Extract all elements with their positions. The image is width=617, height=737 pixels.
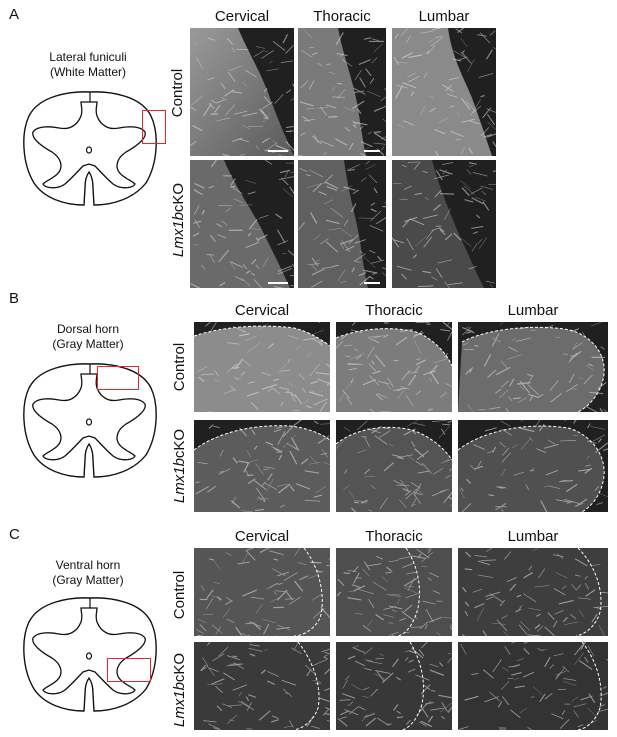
micrograph-b-cko-lumbar	[458, 420, 608, 512]
micrograph-a-cko-thoracic	[298, 160, 386, 288]
row-head-a-control-text: Control	[169, 68, 186, 118]
row-head-c-control: Control	[171, 555, 191, 635]
col-head-c-lumbar: Lumbar	[507, 528, 559, 545]
row-head-a-cko: Lmx1bcKO	[170, 175, 190, 265]
spinal-cord-diagram-b	[19, 360, 161, 480]
micrograph-c-cko-cervical	[194, 642, 330, 730]
micrograph-c-cko-lumbar	[458, 642, 608, 730]
highlight-box-a	[142, 110, 166, 144]
micrograph-b-control-cervical	[194, 322, 330, 412]
spinal-cord-diagram-a	[19, 88, 166, 208]
row-head-c-cko-suffix: cKO	[171, 652, 188, 683]
panel-letter-a: A	[9, 6, 20, 23]
micrograph-a-control-lumbar	[392, 28, 496, 156]
panel-letter-c: C	[9, 526, 20, 543]
micrograph-b-control-lumbar	[458, 322, 608, 412]
col-head-c-cervical: Cervical	[234, 528, 290, 545]
scalebar	[364, 282, 380, 284]
micrograph-c-control-cervical	[194, 548, 330, 636]
row-head-a-cko-gene: Lmx1b	[170, 212, 187, 258]
micrograph-a-cko-cervical	[190, 160, 294, 288]
micrograph-b-control-thoracic	[336, 322, 452, 412]
micrograph-b-cko-cervical	[194, 420, 330, 512]
micrograph-a-control-cervical	[190, 28, 294, 156]
micrograph-b-cko-thoracic	[336, 420, 452, 512]
micrograph-c-cko-thoracic	[336, 642, 452, 730]
region-label-a-line1: Lateral funiculi	[49, 50, 127, 64]
highlight-box-b	[97, 366, 139, 390]
row-head-b-cko: Lmx1bcKO	[171, 421, 191, 511]
row-head-c-cko: Lmx1bcKO	[171, 645, 191, 735]
row-head-b-cko-suffix: cKO	[171, 428, 188, 459]
highlight-box-c	[107, 658, 151, 682]
scalebar	[268, 150, 288, 152]
scalebar	[364, 150, 380, 152]
row-head-a-cko-suffix: cKO	[170, 182, 187, 213]
row-head-b-control: Control	[171, 327, 191, 407]
region-label-b-line1: Dorsal horn	[56, 322, 120, 336]
col-head-a-lumbar: Lumbar	[418, 8, 470, 25]
row-head-c-cko-gene: Lmx1b	[171, 682, 188, 728]
region-label-b: Dorsal horn (Gray Matter)	[18, 322, 158, 352]
region-label-c-line2: (Gray Matter)	[52, 573, 124, 587]
row-head-b-control-text: Control	[171, 342, 188, 392]
panel-letter-b: B	[9, 290, 20, 307]
col-head-a-cervical: Cervical	[214, 8, 270, 25]
region-label-a: Lateral funiculi (White Matter)	[18, 50, 158, 80]
col-head-b-lumbar: Lumbar	[507, 302, 559, 319]
row-head-a-control: Control	[169, 53, 189, 133]
micrograph-c-control-lumbar	[458, 548, 608, 636]
region-label-c-line1: Ventral horn	[55, 558, 121, 572]
micrograph-c-control-thoracic	[336, 548, 452, 636]
region-label-b-line2: (Gray Matter)	[52, 337, 124, 351]
region-label-a-line2: (White Matter)	[49, 65, 126, 79]
region-label-c: Ventral horn (Gray Matter)	[18, 558, 158, 588]
micrograph-a-cko-lumbar	[392, 160, 496, 288]
col-head-b-cervical: Cervical	[234, 302, 290, 319]
scalebar	[268, 282, 288, 284]
spinal-cord-diagram-c	[19, 594, 161, 714]
micrograph-a-control-thoracic	[298, 28, 386, 156]
col-head-a-thoracic: Thoracic	[313, 8, 371, 25]
col-head-b-thoracic: Thoracic	[365, 302, 423, 319]
row-head-b-cko-gene: Lmx1b	[171, 458, 188, 504]
row-head-c-control-text: Control	[171, 570, 188, 620]
col-head-c-thoracic: Thoracic	[365, 528, 423, 545]
